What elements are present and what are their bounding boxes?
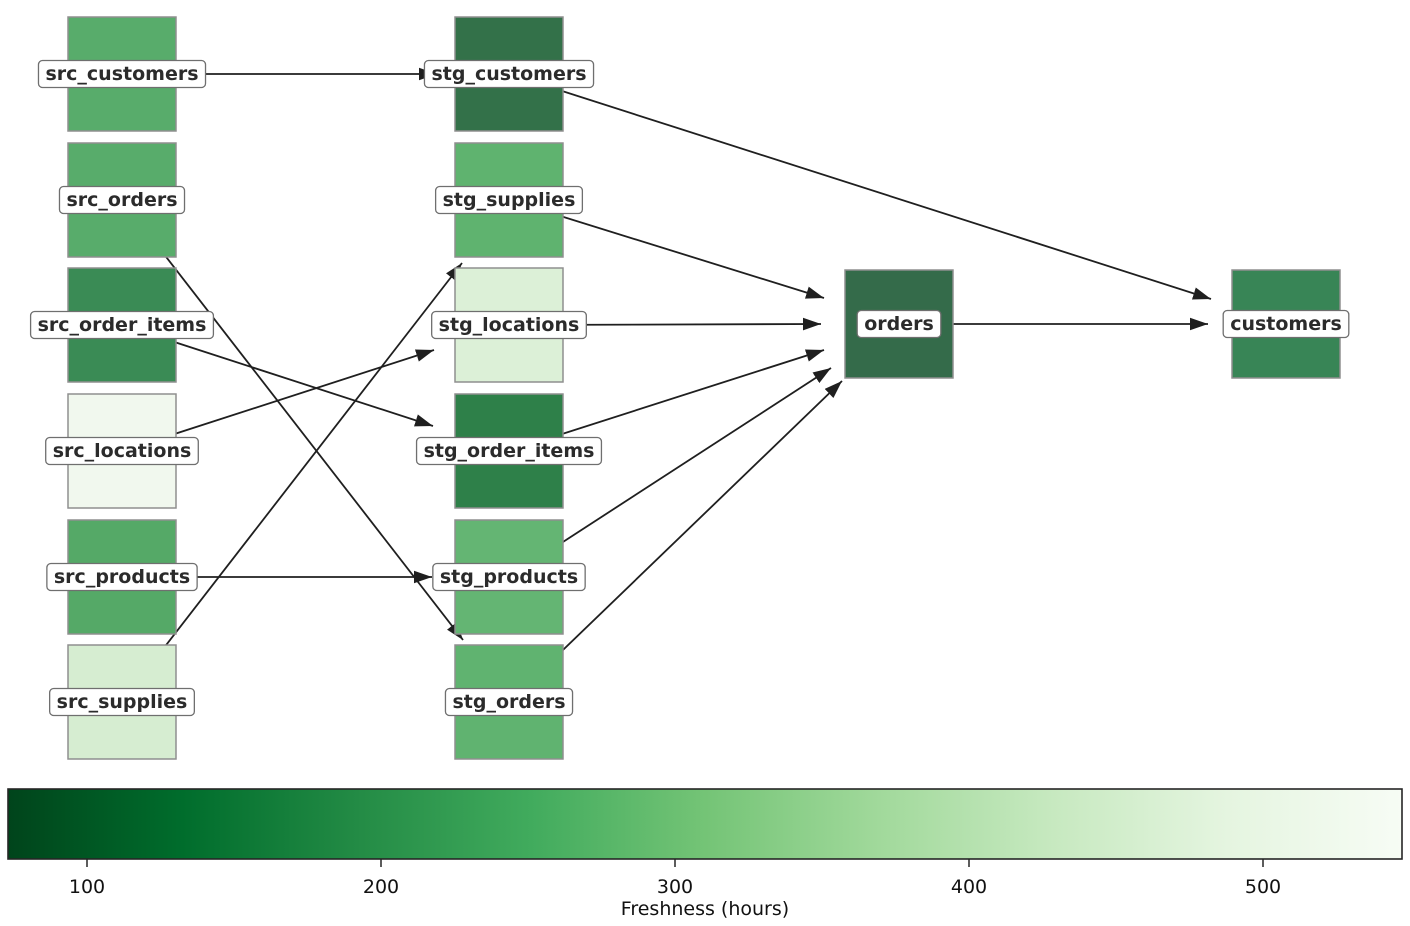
edge-stg_customers-to-customers — [508, 73, 1212, 300]
node-label-stg_customers: stg_customers — [423, 59, 595, 89]
node-label-text: src_customers — [45, 63, 198, 85]
node-label-text: stg_products — [440, 566, 578, 588]
node-label-box — [45, 436, 199, 466]
node-label-box — [48, 687, 196, 717]
node-label-text: src_locations — [53, 440, 192, 462]
node-label-src_supplies: src_supplies — [48, 687, 196, 717]
node-label-box — [29, 310, 215, 340]
node-label-text: stg_locations — [439, 314, 580, 336]
node-label-stg_products: stg_products — [432, 562, 586, 592]
colorbar: 100 200 300 400 500 Freshness (hours) — [7, 788, 1403, 920]
node-label-src_products: src_products — [46, 562, 198, 592]
node-label-text: stg_customers — [431, 63, 586, 85]
node-label-stg_orders: stg_orders — [444, 687, 574, 717]
node-label-box — [856, 309, 942, 339]
node-label-stg_supplies: stg_supplies — [434, 185, 584, 215]
colorbar-gradient-bar — [8, 789, 1402, 859]
node-label-src_locations: src_locations — [45, 436, 199, 466]
node-labels-layer: src_customers src_orders src_order_itemssr… — [29, 59, 1350, 717]
node-label-box — [415, 436, 603, 466]
node-label-src_order_items: src_order_items — [29, 310, 215, 340]
edge-src_orders-to-stg_orders — [121, 199, 464, 641]
node-label-customers: customers — [1222, 309, 1350, 339]
colorbar-tick-label: 200 — [363, 876, 399, 898]
node-label-text: src_supplies — [57, 691, 188, 713]
node-label-stg_order_items: stg_order_items — [415, 436, 603, 466]
node-label-text: src_products — [54, 566, 190, 588]
node-label-text: src_orders — [66, 189, 177, 211]
node-label-orders: orders — [856, 309, 942, 339]
node-label-src_orders: src_orders — [58, 185, 186, 215]
node-label-text: stg_orders — [452, 691, 565, 713]
node-label-text: src_order_items — [38, 314, 207, 336]
colorbar-ticks-layer: 100 200 300 400 500 — [69, 859, 1281, 898]
node-label-box — [432, 562, 586, 592]
colorbar-tick-label: 100 — [69, 876, 105, 898]
colorbar-tick-label: 400 — [951, 876, 987, 898]
colorbar-frame — [7, 788, 1403, 860]
edge-src_supplies-to-stg_supplies — [121, 262, 463, 703]
node-label-box — [423, 59, 595, 89]
node-label-box — [46, 562, 198, 592]
node-label-box — [37, 59, 207, 89]
node-label-box — [1222, 309, 1350, 339]
node-label-src_customers: src_customers — [37, 59, 207, 89]
node-label-box — [431, 310, 587, 340]
edge-stg_orders-to-orders — [508, 380, 843, 703]
edges-layer — [121, 67, 1212, 703]
node-label-box — [434, 185, 584, 215]
colorbar-tick-label: 300 — [657, 876, 693, 898]
node-label-text: orders — [864, 313, 934, 335]
colorbar-tick-label: 500 — [1245, 876, 1281, 898]
node-label-box — [444, 687, 574, 717]
node-label-text: stg_supplies — [443, 189, 576, 211]
node-label-stg_locations: stg_locations — [431, 310, 587, 340]
node-label-text: customers — [1230, 313, 1342, 335]
node-label-box — [58, 185, 186, 215]
colorbar-axis-label: Freshness (hours) — [621, 898, 789, 920]
node-label-text: stg_order_items — [424, 440, 595, 462]
